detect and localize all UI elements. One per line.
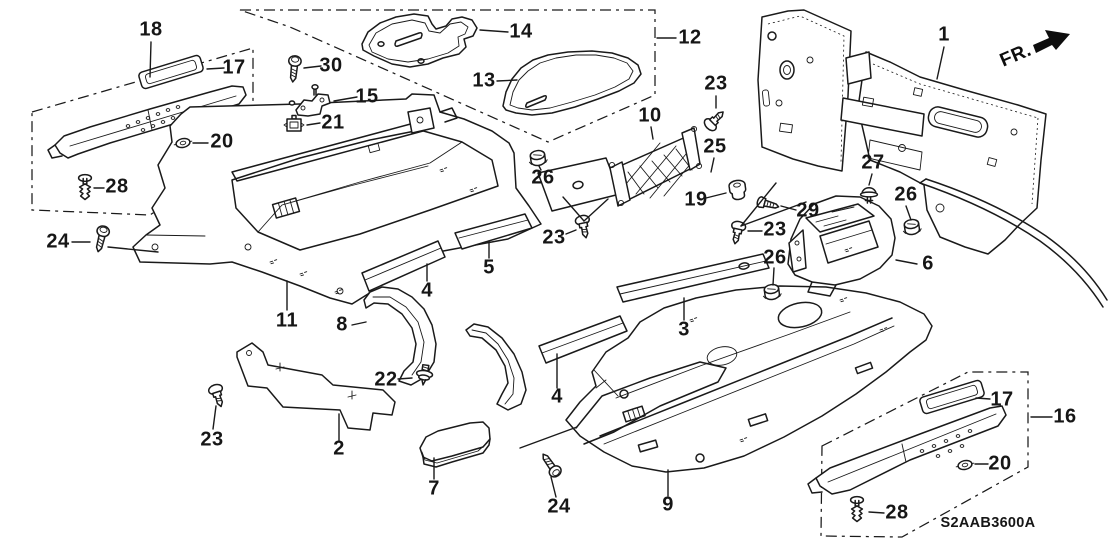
part-20-grommet-lower — [954, 458, 976, 472]
part-7-pad — [419, 421, 491, 468]
group-box-16 — [820, 371, 1029, 538]
part-23-clip-d — [206, 382, 229, 410]
part-3-strip — [616, 253, 770, 303]
part-4-strip-lower — [538, 315, 628, 364]
part-14-floor-mat — [361, 13, 478, 68]
part-13-floor-mat — [502, 50, 642, 116]
part-30-screw — [285, 54, 303, 84]
part-9-rear-carpet — [565, 285, 933, 473]
group-box-12 — [239, 9, 656, 143]
part-2-bracket — [236, 342, 396, 431]
part-18-sill-garnish — [47, 85, 247, 159]
part-17-sill-insert-top — [138, 54, 204, 90]
part-1-dashboard-insulator — [757, 9, 1047, 255]
part-5-strip — [454, 213, 533, 250]
part-26-nut-a — [527, 148, 549, 168]
right-sill-band — [919, 178, 1108, 308]
part-15-bracket — [288, 84, 331, 117]
part-4-strip-upper — [361, 240, 446, 292]
part-26-nut-b — [901, 217, 923, 237]
part-24-screw-lower — [537, 449, 564, 480]
part-23-clip-a — [701, 106, 729, 134]
fr-arrow-icon — [1033, 30, 1070, 53]
part-6-cover — [787, 195, 896, 297]
plate-with-hole — [537, 157, 621, 212]
part-28-clip-lower — [849, 495, 865, 523]
part-24-screw — [91, 223, 112, 254]
diagram-code: S2AAB3600A — [940, 515, 1036, 531]
part-11-floor-panel — [132, 93, 542, 305]
leader-lines — [71, 29, 1053, 514]
part-16-sill-garnish — [807, 405, 1007, 495]
part-17-sill-insert-bottom — [919, 379, 985, 415]
part-19-grommet — [727, 178, 748, 202]
part-28-clip — [77, 173, 93, 201]
part-10-seat-net — [608, 125, 703, 207]
part-8-channel — [363, 286, 527, 411]
part-23-clip-b — [573, 213, 594, 240]
part-23-clip-c — [727, 219, 748, 246]
fasteners — [77, 54, 976, 523]
